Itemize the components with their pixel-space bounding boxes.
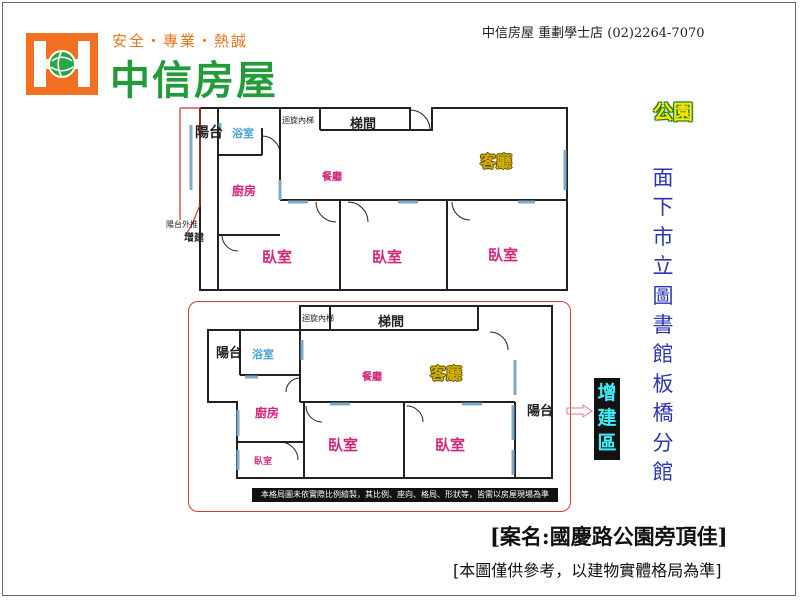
park-label: 公園	[653, 100, 693, 124]
slogan: 安全・專業・熱誠	[112, 32, 249, 50]
bottom-bedroom-1-label: 臥室	[328, 436, 359, 454]
bottom-dining-room-label: 餐廳	[362, 372, 382, 383]
top-bedroom-2-label: 臥室	[372, 248, 403, 266]
case-title: [案名:國慶路公園旁頂佳]	[490, 524, 728, 549]
store-info: 中信房屋 重劃學士店 (02)2264-7070	[482, 26, 705, 41]
bottom-stair-hall-label: 梯間	[378, 315, 405, 330]
top-balcony-label: 陽台	[195, 125, 223, 141]
bottom-living-room-label: 客廳	[430, 364, 463, 383]
top-living-room-label: 客廳	[480, 152, 513, 171]
bottom-small-bedroom-label: 臥室	[254, 457, 273, 467]
right-arrow-icon	[566, 404, 593, 418]
addition-plan-frame	[188, 301, 571, 512]
house-logo-icon	[26, 33, 98, 95]
plan-note: 本格局圖未依實際比例繪製，其比例、座向、格局、形狀等，皆需以房屋現場為準	[252, 488, 558, 502]
top-bathroom-label: 浴室	[232, 127, 254, 140]
disclaimer: [本圖僅供參考，以建物實體格局為準]	[453, 561, 722, 580]
library-label: 面下市立圖書館板橋分館	[652, 166, 674, 485]
top-kitchen-label: 廚房	[232, 184, 257, 198]
bottom-kitchen-label: 廚房	[255, 406, 280, 420]
top-spiral-stair-label: 迴旋內梯	[282, 116, 314, 125]
top-balcony-outer-label: 陽台外推	[166, 220, 198, 229]
top-dining-room-label: 餐廳	[322, 172, 342, 183]
top-bedroom-3-label: 臥室	[488, 246, 519, 264]
bottom-spiral-stair-label: 迴旋內梯	[302, 314, 334, 323]
bottom-balcony-right-label: 陽台	[527, 404, 554, 419]
bottom-bedroom-2-label: 臥室	[435, 436, 466, 454]
bottom-bathroom-label: 浴室	[252, 348, 274, 361]
top-bedroom-1-label: 臥室	[262, 248, 293, 266]
bottom-balcony-left-label: 陽台	[216, 346, 243, 361]
addition-area-label: 增建區	[594, 378, 620, 460]
top-addition-label: 增建	[184, 233, 204, 244]
top-stair-hall-label: 梯間	[350, 117, 377, 132]
brand-name: 中信房屋	[110, 58, 278, 104]
